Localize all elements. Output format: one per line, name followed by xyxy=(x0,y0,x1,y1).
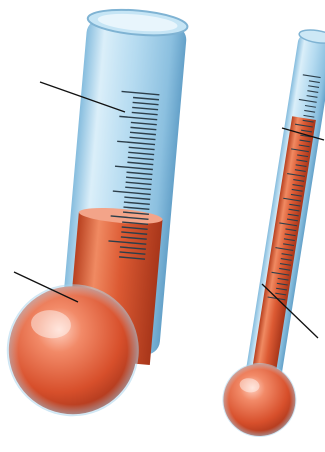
narrow-bulb-glass xyxy=(217,358,302,443)
wide-thermometer xyxy=(1,2,188,424)
narrow-thermometer xyxy=(217,25,325,443)
